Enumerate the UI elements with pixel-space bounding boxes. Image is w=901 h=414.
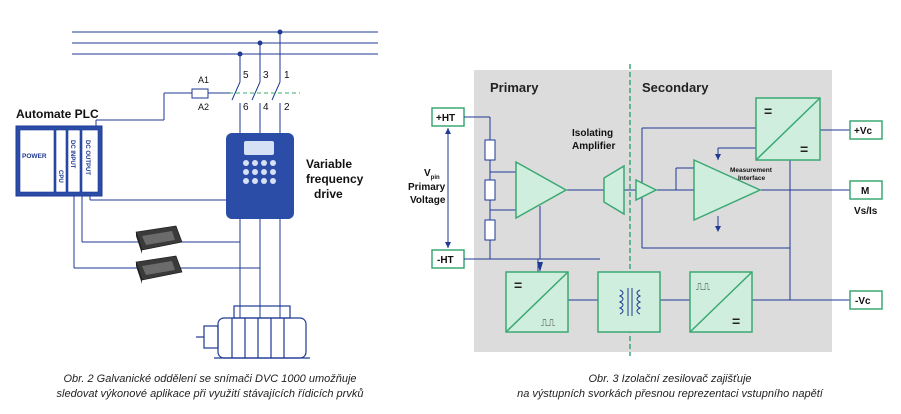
terminal-2: 2 <box>284 102 290 113</box>
primary-voltage-1: Primary <box>408 182 446 193</box>
measurement-interface-label-2: Interface <box>738 175 765 182</box>
terminal-1: 1 <box>284 70 290 81</box>
minus-ht-terminal: -HT <box>431 249 465 269</box>
primary-amplifier <box>515 160 568 220</box>
isolating-amplifier-label-1: Isolating <box>572 128 613 139</box>
plc-title: Automate PLC <box>16 107 99 121</box>
vfd-label-1: Variable <box>306 157 352 171</box>
circuit-wiring <box>464 116 850 301</box>
isolating-amplifier-label-2: Amplifier <box>572 141 615 152</box>
secondary-dc-converter: = = <box>755 97 821 161</box>
plc-unit: Automate PLC POWER CPU DC INPUT DC OUTPU… <box>15 107 103 197</box>
caption-line: Obr. 3 Izolační zesilovač zajišťuje <box>588 373 752 385</box>
terminal-6: 6 <box>243 102 249 113</box>
svg-text:=: = <box>732 313 740 329</box>
primary-label: Primary <box>490 80 539 95</box>
svg-text:=: = <box>764 103 772 119</box>
terminal-3: 3 <box>263 70 269 81</box>
plc-cpu-label: CPU <box>57 170 63 183</box>
measurement-interface-label-1: Measurement <box>730 167 773 174</box>
caption-line: sledovat výkonové aplikace při využití s… <box>56 388 364 400</box>
figure-2-caption: Obr. 2 Galvanické oddělení se snímači DV… <box>0 372 420 402</box>
contactor-coil <box>191 88 209 99</box>
motor <box>196 305 310 359</box>
contactor-a2-label: A2 <box>198 102 209 112</box>
vs-is-label: Vs/Is <box>854 206 878 217</box>
vfd-unit: Variable frequency drive <box>226 133 364 219</box>
caption-line: Obr. 2 Galvanické oddělení se snímači DV… <box>63 373 357 385</box>
figure-3-caption: Obr. 3 Izolační zesilovač zajišťuje na v… <box>470 372 870 402</box>
svg-text:-Vc: -Vc <box>855 296 871 307</box>
caption-line: na výstupních svorkách přesnou reprezent… <box>517 388 823 400</box>
sensor-dvc-1 <box>135 225 183 254</box>
svg-text:+Vc: +Vc <box>854 126 873 137</box>
svg-text:⎍⎍: ⎍⎍ <box>541 318 555 329</box>
primary-power-converter: = ⎍⎍ <box>505 271 569 333</box>
diagram-canvas: Automate PLC POWER CPU DC INPUT DC OUTPU… <box>15 29 883 359</box>
svg-text:+HT: +HT <box>436 113 455 124</box>
svg-text:=: = <box>800 141 808 157</box>
secondary-label: Secondary <box>642 80 709 95</box>
isolating-amplifier <box>603 164 658 216</box>
vfd-label-3: drive <box>314 187 343 201</box>
vpin-label: Vpin <box>424 168 440 181</box>
vfd-label-2: frequency <box>306 172 364 186</box>
contactor-a1-label: A1 <box>198 75 209 85</box>
plc-power-label: POWER <box>22 153 47 160</box>
svg-text:⎍⎍: ⎍⎍ <box>696 282 710 293</box>
secondary-power-converter: ⎍⎍ = <box>689 271 753 333</box>
measurement-amplifier <box>693 158 762 222</box>
primary-voltage-2: Voltage <box>410 195 446 206</box>
plc-dc-input-label: DC INPUT <box>69 140 75 169</box>
resistor-divider <box>484 139 496 241</box>
isolation-transformer <box>597 271 661 333</box>
figure-left <box>72 29 378 318</box>
svg-text:M: M <box>861 186 869 197</box>
svg-text:=: = <box>514 277 522 293</box>
sensor-dvc-2 <box>135 255 183 284</box>
terminal-4: 4 <box>263 102 269 113</box>
plc-dc-output-label: DC OUTPUT <box>84 140 90 175</box>
svg-text:-HT: -HT <box>437 255 454 266</box>
plus-ht-terminal: +HT <box>431 107 465 127</box>
terminal-5: 5 <box>243 70 249 81</box>
minus-vc-terminal: -Vc <box>849 290 883 310</box>
plus-vc-terminal: +Vc <box>849 120 883 140</box>
m-terminal: M <box>849 180 883 200</box>
